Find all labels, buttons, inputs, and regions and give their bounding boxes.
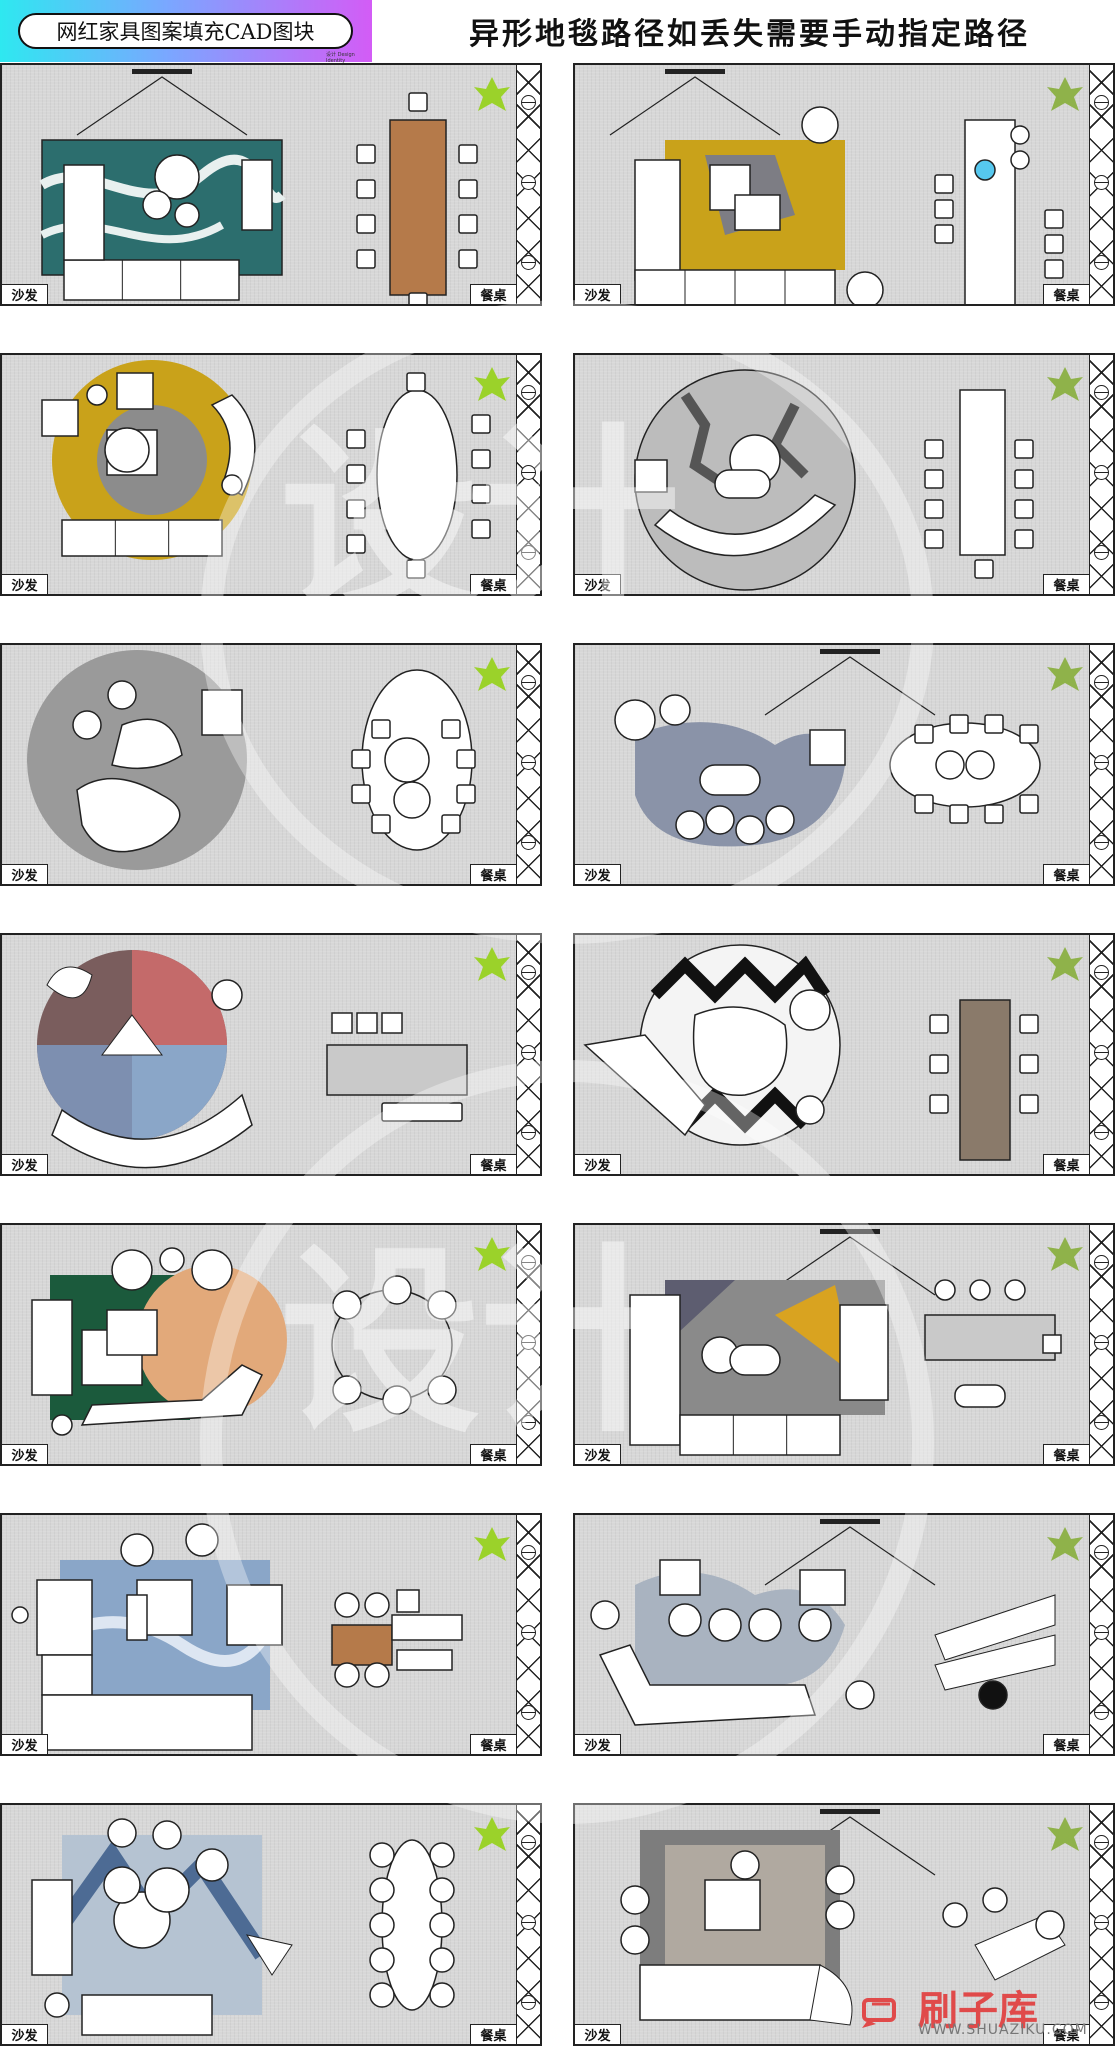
sofa-label: 沙发 — [2, 284, 48, 304]
floor-plan-drawing — [41, 360, 510, 579]
sofa-label: 沙发 — [2, 864, 48, 884]
floor-plan-drawing — [614, 649, 1083, 847]
logo-url: WWW.SHUAZIKU.COM — [918, 2022, 1088, 2038]
floor-plan-drawing — [629, 1229, 1083, 1456]
plan-panel: 沙发 餐桌 — [0, 643, 542, 886]
plan-panel: 沙发 餐桌 — [0, 1223, 542, 1466]
scale-rail — [1089, 1515, 1113, 1754]
brand-banner: 网红家具图案填充CAD图块 设计 Design Identity — [0, 0, 372, 64]
dining-label: 餐桌 — [1043, 2024, 1089, 2044]
dining-label: 餐桌 — [470, 864, 516, 884]
floor-plan-drawing — [39, 69, 510, 304]
header: 网红家具图案填充CAD图块 设计 Design Identity 异形地毯路径如… — [0, 0, 1117, 64]
sofa-label: 沙发 — [575, 1734, 621, 1754]
site-logo[interactable]: 刷子库 WWW.SHUAZIKU.COM — [848, 1988, 1117, 2040]
plan-panel: 沙发 餐桌 — [573, 1803, 1115, 2046]
plan-panel: 沙发 餐桌 — [0, 933, 542, 1176]
plan-panel: 沙发 餐桌 — [0, 63, 542, 306]
dining-label: 餐桌 — [470, 2024, 516, 2044]
scale-rail — [516, 1805, 540, 2044]
plan-panel: 沙发 餐桌 — [573, 353, 1115, 596]
sofa-label: 沙发 — [575, 2024, 621, 2044]
scale-rail — [516, 355, 540, 594]
plan-panel: 沙发 餐桌 — [573, 643, 1115, 886]
plan-panel: 沙发 餐桌 — [0, 353, 542, 596]
floor-plan-drawing — [620, 1809, 1083, 2026]
scale-rail — [1089, 935, 1113, 1174]
scale-rail — [1089, 1225, 1113, 1464]
scale-rail — [1089, 65, 1113, 304]
floor-plan-drawing — [11, 1523, 510, 1751]
scale-rail — [516, 1515, 540, 1754]
dining-label: 餐桌 — [470, 574, 516, 594]
scale-rail — [516, 1225, 540, 1464]
plan-panel: 沙发 餐桌 — [0, 1803, 542, 2046]
dining-label: 餐桌 — [1043, 574, 1089, 594]
floor-plan-drawing — [37, 947, 510, 1169]
sofa-label: 沙发 — [575, 574, 621, 594]
plan-panel: 沙发 餐桌 — [573, 1513, 1115, 1756]
scale-rail — [516, 935, 540, 1174]
dining-label: 餐桌 — [1043, 1154, 1089, 1174]
brush-icon — [862, 1998, 896, 2028]
logo-text: 刷子库 — [918, 1988, 1038, 2034]
plan-panel: 沙发 餐桌 — [573, 63, 1115, 306]
dining-label: 餐桌 — [1043, 284, 1089, 304]
dining-label: 餐桌 — [1043, 1444, 1089, 1464]
floor-plan-drawing — [31, 1817, 510, 2036]
sofa-label: 沙发 — [2, 1734, 48, 1754]
scale-rail — [516, 645, 540, 884]
floor-plan-drawing — [590, 1519, 1083, 1726]
plan-panel: 沙发 餐桌 — [573, 1223, 1115, 1466]
dining-label: 餐桌 — [470, 1734, 516, 1754]
sofa-label: 沙发 — [575, 864, 621, 884]
plan-panel: 沙发 餐桌 — [573, 933, 1115, 1176]
floor-plan-drawing — [31, 1237, 510, 1436]
scale-rail — [1089, 355, 1113, 594]
floor-plan-drawing — [27, 650, 510, 870]
sofa-label: 沙发 — [575, 1154, 621, 1174]
dining-label: 餐桌 — [1043, 1734, 1089, 1754]
sofa-label: 沙发 — [2, 574, 48, 594]
dining-label: 餐桌 — [470, 1154, 516, 1174]
brand-subtitle: 设计 Design Identity — [326, 52, 355, 64]
sofa-label: 沙发 — [2, 1444, 48, 1464]
dining-label: 餐桌 — [470, 1444, 516, 1464]
brand-title: 网红家具图案填充CAD图块 — [18, 13, 353, 49]
dining-label: 餐桌 — [470, 284, 516, 304]
sofa-label: 沙发 — [575, 284, 621, 304]
scale-rail — [516, 65, 540, 304]
scale-rail — [1089, 1805, 1113, 2044]
floor-plan-drawing — [609, 69, 1083, 304]
sofa-label: 沙发 — [2, 2024, 48, 2044]
dining-label: 餐桌 — [1043, 864, 1089, 884]
scale-rail — [1089, 645, 1113, 884]
page-headline: 异形地毯路径如丢失需要手动指定路径 — [469, 17, 1030, 52]
floor-plan-drawing — [634, 367, 1083, 591]
sofa-label: 沙发 — [2, 1154, 48, 1174]
floor-plan-drawing — [583, 944, 1083, 1161]
plan-panel: 沙发 餐桌 — [0, 1513, 542, 1756]
sofa-label: 沙发 — [575, 1444, 621, 1464]
